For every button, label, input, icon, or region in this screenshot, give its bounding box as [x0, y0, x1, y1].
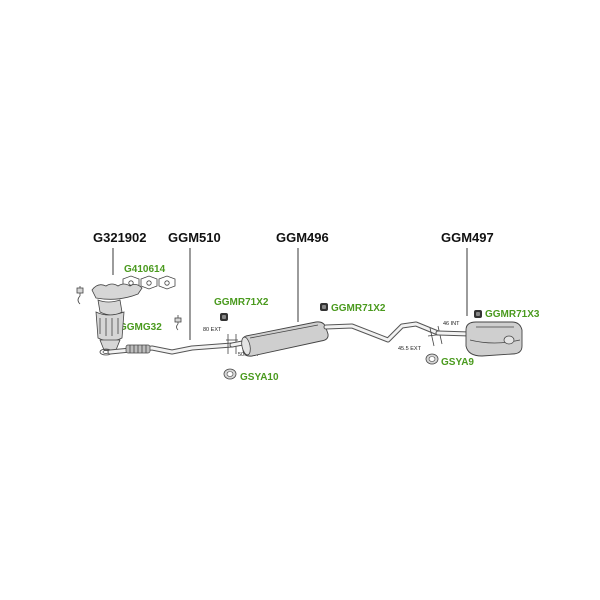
middle-silencer[interactable] [229, 321, 329, 357]
accessory-label-gasket-set[interactable]: G410614 [124, 264, 166, 275]
rubber-mount-icon-1 [220, 313, 228, 321]
dimension-label-80-ext: 80 EXT [203, 327, 222, 333]
part-label-middle-silencer[interactable]: GGM496 [276, 230, 329, 245]
oxygen-sensor-icon-2 [174, 315, 182, 331]
rear-silencer[interactable] [435, 321, 523, 357]
accessory-label-rubber-mount-1[interactable]: GGMR71X2 [214, 297, 269, 308]
rubber-mount-icon-2 [320, 303, 328, 311]
accessory-label-rubber-mount-2[interactable]: GGMR71X2 [331, 303, 386, 314]
rubber-mount-icon-3 [474, 310, 482, 318]
accessory-label-gasket-front[interactable]: GGMG32 [119, 322, 162, 333]
accessory-label-clamp-1[interactable]: GSYA10 [240, 372, 279, 383]
front-pipe[interactable] [107, 342, 235, 355]
clamp-icon-2 [425, 353, 439, 365]
clamp-icon-1 [223, 368, 237, 380]
dimension-label-46-int: 46 INT [443, 321, 460, 327]
accessory-label-clamp-2[interactable]: GSYA9 [441, 357, 474, 368]
dimension-label-45-5-ext: 45.5 EXT [398, 346, 422, 352]
part-label-rear-silencer[interactable]: GGM497 [441, 230, 494, 245]
part-label-front-pipe[interactable]: GGM510 [168, 230, 221, 245]
accessory-label-rubber-mount-3[interactable]: GGMR71X3 [485, 309, 540, 320]
intermediate-pipe[interactable] [323, 321, 441, 343]
exhaust-manifold-catalyst[interactable] [91, 283, 143, 351]
dimension-marker-joint-2 [427, 325, 445, 347]
part-label-manifold-cat[interactable]: G321902 [93, 230, 147, 245]
oxygen-sensor-icon [76, 286, 84, 305]
